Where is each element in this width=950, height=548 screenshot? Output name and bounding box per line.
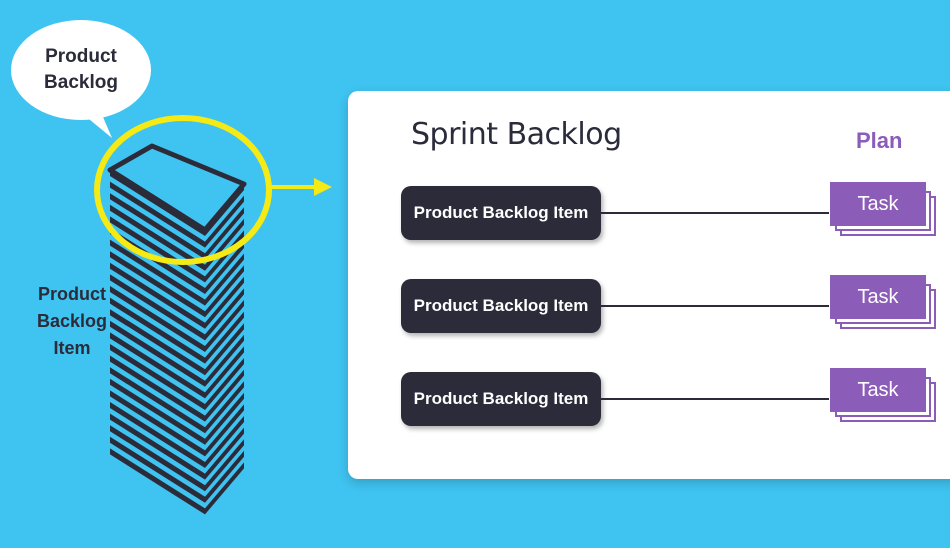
task-stack: Task — [830, 182, 940, 242]
backlog-stack-icon — [107, 143, 247, 515]
backlog-row: Product Backlog Item Task — [348, 182, 950, 242]
product-backlog-item: Product Backlog Item — [401, 186, 601, 240]
sprint-backlog-panel: Sprint Backlog Plan Product Backlog Item… — [348, 91, 950, 479]
bubble-label: Product Backlog — [22, 44, 140, 96]
task-card: Task — [830, 182, 926, 226]
backlog-row: Product Backlog Item Task — [348, 275, 950, 335]
speech-bubble — [11, 20, 151, 138]
stack-label-line2: Backlog — [36, 311, 108, 331]
stack-label-line1: Product — [37, 284, 106, 304]
plan-label: Plan — [856, 128, 903, 153]
backlog-row: Product Backlog Item Task — [348, 368, 950, 428]
paper-sheet-top — [107, 143, 247, 233]
connector-line — [601, 398, 829, 400]
highlight-ellipse — [94, 115, 272, 265]
bubble-label-line2: Backlog — [44, 72, 118, 93]
connector-line — [601, 305, 829, 307]
task-stack: Task — [830, 368, 940, 428]
task-card: Task — [830, 368, 926, 412]
arrow-right-icon — [270, 178, 332, 196]
task-stack: Task — [830, 275, 940, 335]
panel-title: Sprint Backlog — [411, 117, 622, 152]
stack-label: Product Backlog Item — [24, 281, 120, 362]
task-card: Task — [830, 275, 926, 319]
stack-label-line3: Item — [53, 338, 91, 358]
product-backlog-item: Product Backlog Item — [401, 372, 601, 426]
connector-line — [601, 212, 829, 214]
product-backlog-item: Product Backlog Item — [401, 279, 601, 333]
paper-sheet — [107, 143, 247, 236]
bubble-label-line1: Product — [45, 46, 117, 67]
